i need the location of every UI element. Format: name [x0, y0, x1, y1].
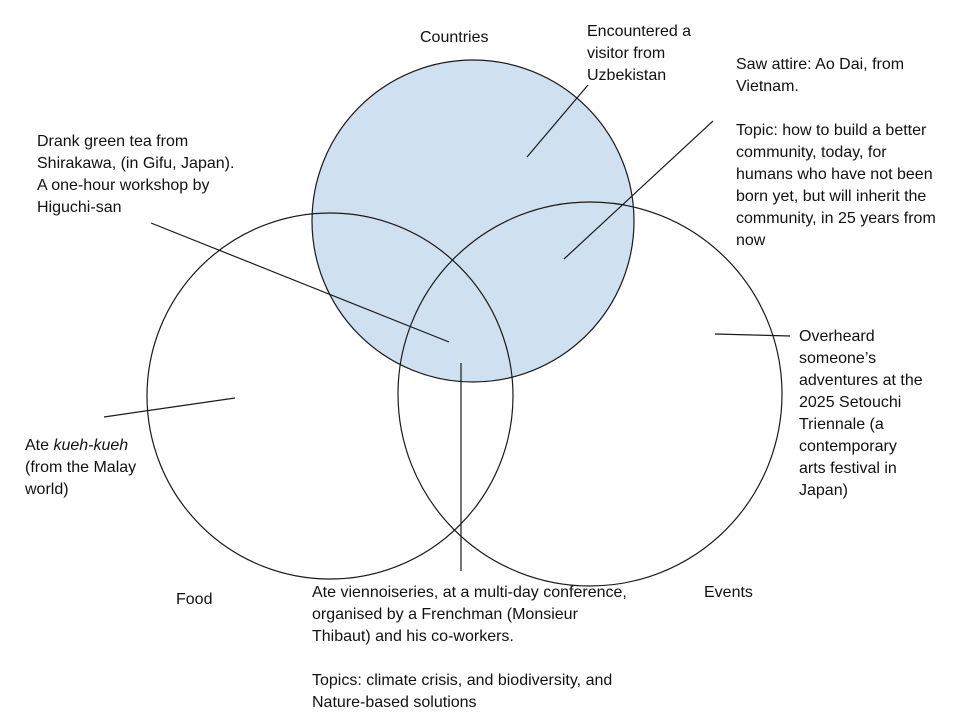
- ao-dai-annotation: Saw attire: Ao Dai, from Vietnam. Topic:…: [736, 56, 936, 249]
- setouchi-annotation: Overheard someone’s adventures at the 20…: [799, 328, 923, 499]
- uzbekistan-leader-line: [526, 84, 589, 158]
- food-circle: [146, 212, 514, 580]
- kueh-prefix: Ate: [25, 437, 54, 454]
- events-circle: [397, 201, 783, 587]
- green-tea-leader-line: [150, 222, 450, 343]
- kueh-italic: kueh-kueh: [53, 437, 129, 454]
- viennoiseries-annotation: Ate viennoiseries, at a multi-day confer…: [312, 584, 627, 711]
- kueh-suffix: (from the Malay world): [25, 459, 137, 498]
- events-label: Events: [704, 584, 753, 601]
- kueh-annotation: Ate kueh-kueh (from the Malay world): [25, 435, 136, 501]
- uzbekistan-annotation: Encountered a visitor from Uzbekistan: [587, 23, 692, 84]
- kueh-leader-line: [103, 397, 236, 418]
- ao-dai-leader-line: [563, 120, 714, 260]
- food-label: Food: [176, 591, 213, 608]
- countries-label: Countries: [420, 29, 489, 46]
- green-tea-annotation: Drank green tea from Shirakawa, (in Gifu…: [37, 133, 235, 216]
- setouchi-leader-line: [714, 333, 791, 337]
- countries-circle: [311, 59, 635, 383]
